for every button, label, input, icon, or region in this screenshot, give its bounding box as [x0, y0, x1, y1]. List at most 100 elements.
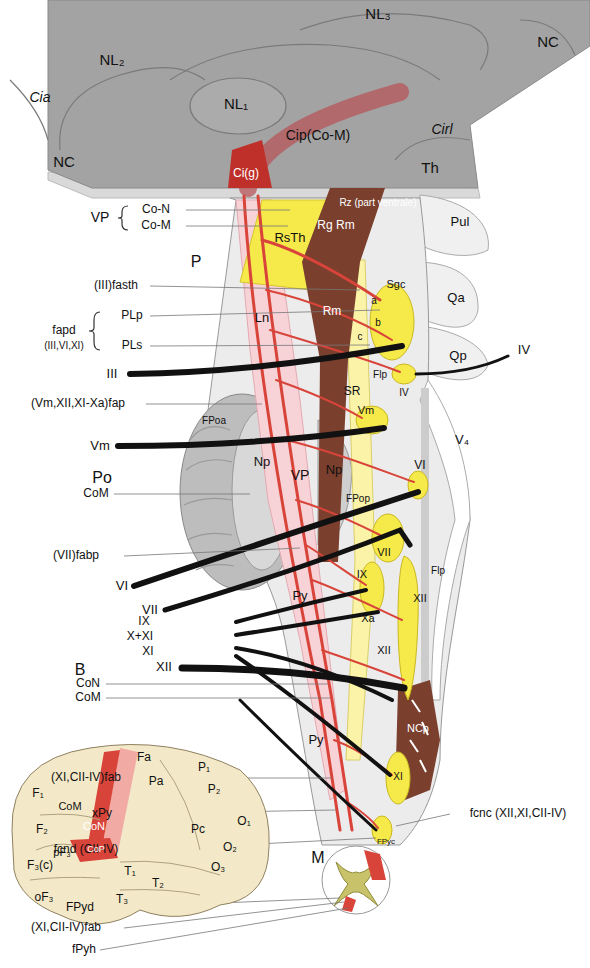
structure-label: fPyh: [72, 943, 96, 956]
structure-label: CoM: [75, 691, 100, 704]
brainstem-outline: [421, 388, 429, 700]
spinal-cord: [322, 846, 390, 914]
structure-label: CoN: [76, 677, 100, 690]
structure-label: Rm: [323, 305, 342, 318]
structure-label: Rg Rm: [317, 219, 354, 232]
brain-inset: [12, 744, 269, 923]
leader-line: [396, 814, 450, 826]
forebrain-slab: [228, 140, 272, 188]
leader-line: [100, 908, 348, 950]
leader-line: [150, 345, 370, 346]
structure-label: NCp: [407, 722, 429, 734]
structure-label: XII: [413, 592, 426, 604]
structure-label: M: [311, 849, 324, 867]
structure-label: (III)fasth: [94, 279, 138, 292]
structure-label: Flp: [431, 565, 445, 576]
structure-label: NL₂: [100, 52, 125, 69]
structure-label: Fa: [137, 751, 151, 764]
structure-label: FPyc: [377, 838, 395, 847]
structure-label: Co-N: [142, 203, 170, 216]
structure-label: Xa: [361, 612, 374, 624]
structure-label: P: [191, 253, 202, 271]
structure-label: Vm: [358, 404, 375, 416]
structure-label: (XI,CII-IV)fab: [31, 921, 101, 934]
structure-label: Rz (part ventrale): [339, 197, 416, 208]
spinal-cord: [322, 846, 390, 914]
structure-label: O₃: [211, 861, 225, 874]
pons: [184, 427, 234, 570]
structure-label: Vm: [90, 439, 110, 453]
structure-label: P₂: [208, 783, 221, 796]
structure-label: Pc: [191, 823, 205, 836]
structure-label: VI: [414, 459, 425, 472]
corticobulbar-tract: [244, 196, 414, 830]
leader-line: [186, 210, 290, 211]
brain-inset: [12, 744, 269, 923]
structure-label: CoM: [58, 800, 81, 812]
corticobulbar-tract: [276, 380, 362, 418]
structure-label: IX: [357, 568, 367, 580]
structure-label: O₁: [237, 815, 250, 828]
forebrain-slab: [190, 78, 286, 134]
forebrain-slab: [248, 92, 400, 188]
structure-label: PLs: [122, 339, 143, 352]
structure-label: oF₃: [35, 891, 54, 904]
structure-label: Ci(g): [233, 167, 259, 180]
structure-label: PLp: [121, 309, 142, 322]
structure-label: c: [358, 331, 363, 342]
structure-label: F₁: [32, 787, 43, 800]
bracket: [89, 206, 128, 350]
structure-label: Py: [292, 589, 307, 603]
structure-label: NC: [537, 34, 559, 51]
leader-line: [146, 404, 262, 405]
structure-label: Np: [326, 463, 343, 477]
reticular-formation: [410, 700, 428, 772]
cranial-nerve: [236, 612, 378, 635]
forebrain-slab: [48, 0, 590, 188]
forebrain-slab: [10, 80, 48, 140]
brain-inset: [88, 750, 120, 848]
structure-label: FPop: [346, 493, 370, 504]
structure-label: Pul: [451, 215, 470, 229]
structure-label: NC: [53, 154, 75, 171]
structure-label: SR: [344, 385, 361, 398]
structure-label: (III,VI,XI): [44, 340, 83, 351]
structure-label: XII: [156, 660, 172, 674]
structure-label: XI: [142, 645, 153, 658]
structure-label: F₂: [36, 823, 48, 836]
structure-label: T₃: [116, 893, 128, 906]
structure-label: IV: [518, 343, 530, 357]
structure-label: Sgc: [387, 278, 406, 290]
leader-line: [150, 286, 360, 290]
structure-label: O₂: [223, 841, 237, 854]
forebrain-slab: [60, 68, 205, 150]
spinal-cord: [342, 896, 356, 912]
structure-label: Pa: [149, 775, 164, 788]
structure-label: XII: [377, 644, 390, 656]
structure-label: Co-M: [141, 219, 170, 232]
structure-label: (XI,CII-IV)fab: [51, 771, 121, 784]
cranial-nerve: [130, 346, 402, 374]
structure-label: xPy: [92, 807, 112, 820]
structure-label: NL₁: [224, 96, 248, 113]
leader-line: [186, 226, 288, 227]
structure-label: Cirl: [432, 122, 453, 137]
structure-label: VII: [377, 546, 390, 558]
leader-line: [106, 684, 328, 685]
leader-line: [114, 494, 250, 495]
structure-label: FPyd: [66, 901, 94, 914]
structure-label: Flp: [373, 369, 387, 380]
corticobulbar-tract: [244, 196, 340, 830]
structure-label: Po: [92, 469, 112, 487]
forebrain-slab: [395, 138, 470, 161]
forebrain-slab: [520, 20, 575, 55]
structure-label: a: [371, 295, 377, 306]
structure-label: B: [75, 661, 86, 679]
structure-label: T₁: [124, 865, 135, 878]
cranial-nerve: [165, 530, 410, 610]
structure-label: b: [375, 317, 381, 328]
cranial-nerve: [118, 428, 384, 446]
structure-label: fcnc (XII,XI,CII-IV): [470, 807, 567, 820]
